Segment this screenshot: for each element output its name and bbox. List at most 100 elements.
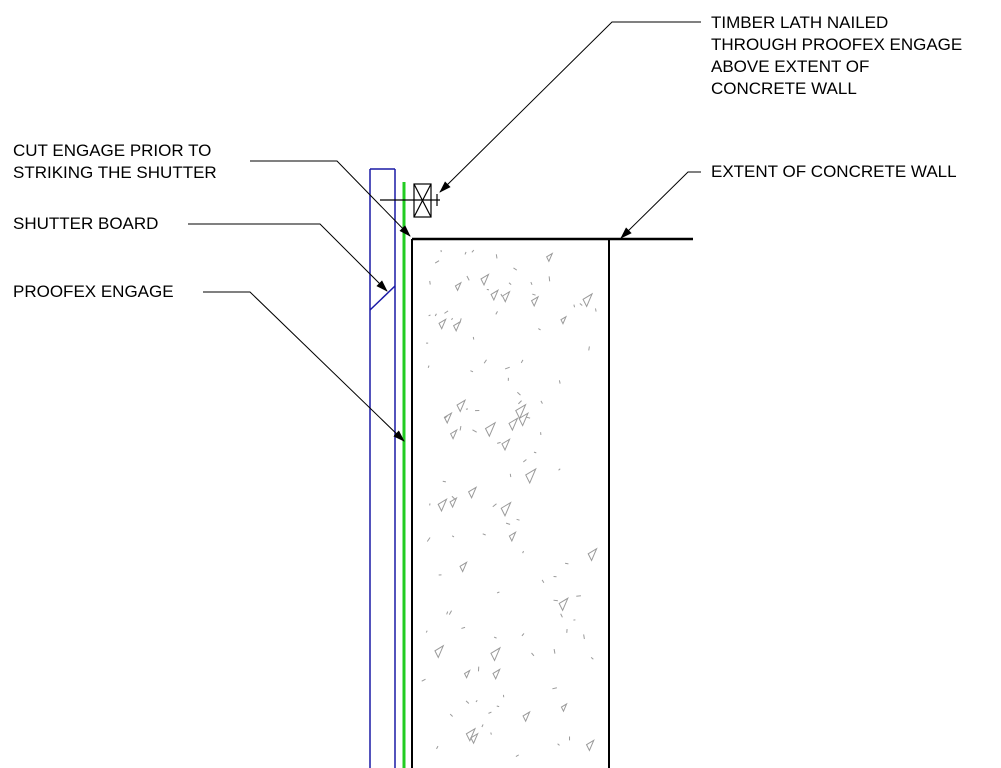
shutter-cut-mark (369, 285, 396, 311)
leader-extent-wall (620, 171, 701, 239)
hatch-dash (541, 579, 545, 584)
hatch-dash (470, 370, 474, 373)
hatch-aggregate (560, 702, 568, 713)
hatch-aggregate (459, 561, 468, 573)
hatch-dash (530, 281, 533, 285)
hatch-dash (515, 754, 520, 757)
label-line: CONCRETE WALL (711, 79, 857, 98)
hatch-dash (475, 700, 478, 703)
label-line: STRIKING THE SHUTTER (13, 163, 217, 182)
hatch-dash (429, 280, 431, 285)
hatch-dash (451, 495, 455, 500)
hatch-dash (464, 251, 467, 255)
concrete-hatch (421, 249, 598, 757)
hatch-dash (425, 630, 428, 633)
hatch-aggregate (560, 315, 568, 325)
hatch-aggregate (501, 438, 511, 452)
hatch-dash (590, 656, 594, 660)
hatch-dash (558, 468, 561, 471)
hatch-aggregate (449, 428, 458, 440)
hatch-dash (492, 503, 497, 508)
label-proofex-engage: PROOFEX ENGAGE (13, 281, 174, 303)
label-cut-engage: CUT ENGAGE PRIOR TO STRIKING THE SHUTTER (13, 140, 217, 184)
hatch-aggregate (437, 498, 448, 513)
hatch-dash (518, 400, 522, 405)
hatch-dash (482, 533, 486, 536)
hatch-dash (522, 550, 524, 554)
hatch-aggregate (525, 467, 537, 485)
hatch-dash (459, 426, 462, 431)
hatch-dash (504, 366, 510, 370)
concrete-wall (411, 237, 693, 768)
hatch-dash (558, 380, 561, 384)
hatch-dash (451, 535, 455, 538)
hatch-aggregate (500, 501, 512, 517)
hatch-aggregate (452, 320, 462, 333)
leader-cut-engage (250, 160, 411, 237)
hatch-dash (434, 313, 437, 317)
hatch-dash (465, 700, 470, 704)
hatch-aggregate (454, 281, 462, 292)
hatch-aggregate (443, 411, 453, 425)
hatch-aggregate (585, 739, 595, 752)
hatch-dash (505, 522, 511, 525)
label-line: PROOFEX ENGAGE (13, 282, 174, 301)
hatch-dash (496, 705, 500, 708)
hatch-dash (500, 293, 503, 297)
label-timber-lath: TIMBER LATH NAILED THROUGH PROOFEX ENGAG… (711, 12, 962, 100)
hatch-dash (449, 713, 453, 717)
hatch-dash (508, 282, 512, 285)
hatch-dash (446, 611, 449, 615)
hatch-dash (483, 359, 487, 364)
timber-lath (380, 183, 440, 218)
label-extent-wall: EXTENT OF CONCRETE WALL (711, 161, 957, 183)
label-shutter-board: SHUTTER BOARD (13, 213, 158, 235)
hatch-aggregate (484, 421, 497, 438)
hatch-dash (579, 303, 583, 306)
hatch-dash (532, 293, 536, 296)
label-line: TIMBER LATH NAILED (711, 13, 889, 32)
hatch-dash (472, 429, 477, 433)
hatch-dash (531, 652, 535, 657)
hatch-dash (461, 626, 466, 629)
hatch-dash (522, 459, 527, 463)
hatch-dash (451, 317, 453, 321)
hatch-dash (595, 308, 597, 312)
hatch-dash (495, 311, 498, 315)
hatch-aggregate (438, 318, 447, 330)
hatch-dash (427, 365, 430, 368)
hatch-dash (466, 275, 470, 281)
hatch-aggregate (508, 417, 519, 432)
hatch-dash (495, 254, 498, 259)
hatch-aggregate (558, 597, 569, 612)
hatch-aggregate (492, 668, 501, 680)
hatch-dash (521, 633, 525, 637)
hatch-dash (553, 648, 556, 654)
leader-proofex-engage (203, 291, 405, 442)
hatch-aggregate (501, 290, 511, 303)
hatch-aggregate (480, 273, 490, 287)
hatch-aggregate (449, 496, 458, 509)
label-line: ABOVE EXTENT OF (711, 57, 870, 76)
hatch-dash (442, 480, 446, 483)
hatch-aggregate (515, 403, 527, 420)
hatch-aggregate (587, 547, 598, 562)
hatch-dash (517, 391, 521, 396)
hatch-dash (488, 711, 492, 714)
hatch-dash (444, 310, 449, 314)
hatch-aggregate (456, 399, 467, 413)
hatch-dash (516, 518, 520, 521)
label-line: EXTENT OF CONCRETE WALL (711, 162, 957, 181)
hatch-dash (509, 473, 512, 478)
hatch-dash (493, 636, 497, 639)
hatch-dash (444, 415, 448, 419)
hatch-dash (471, 249, 475, 253)
hatch-dash (486, 288, 490, 291)
hatch-aggregate (530, 295, 540, 308)
hatch-aggregate (434, 644, 445, 659)
hatch-aggregate (470, 732, 479, 745)
leader-timber-lath (439, 21, 701, 193)
hatch-aggregate (467, 486, 478, 499)
hatch-dash (448, 610, 453, 615)
hatch-dash (497, 441, 501, 444)
